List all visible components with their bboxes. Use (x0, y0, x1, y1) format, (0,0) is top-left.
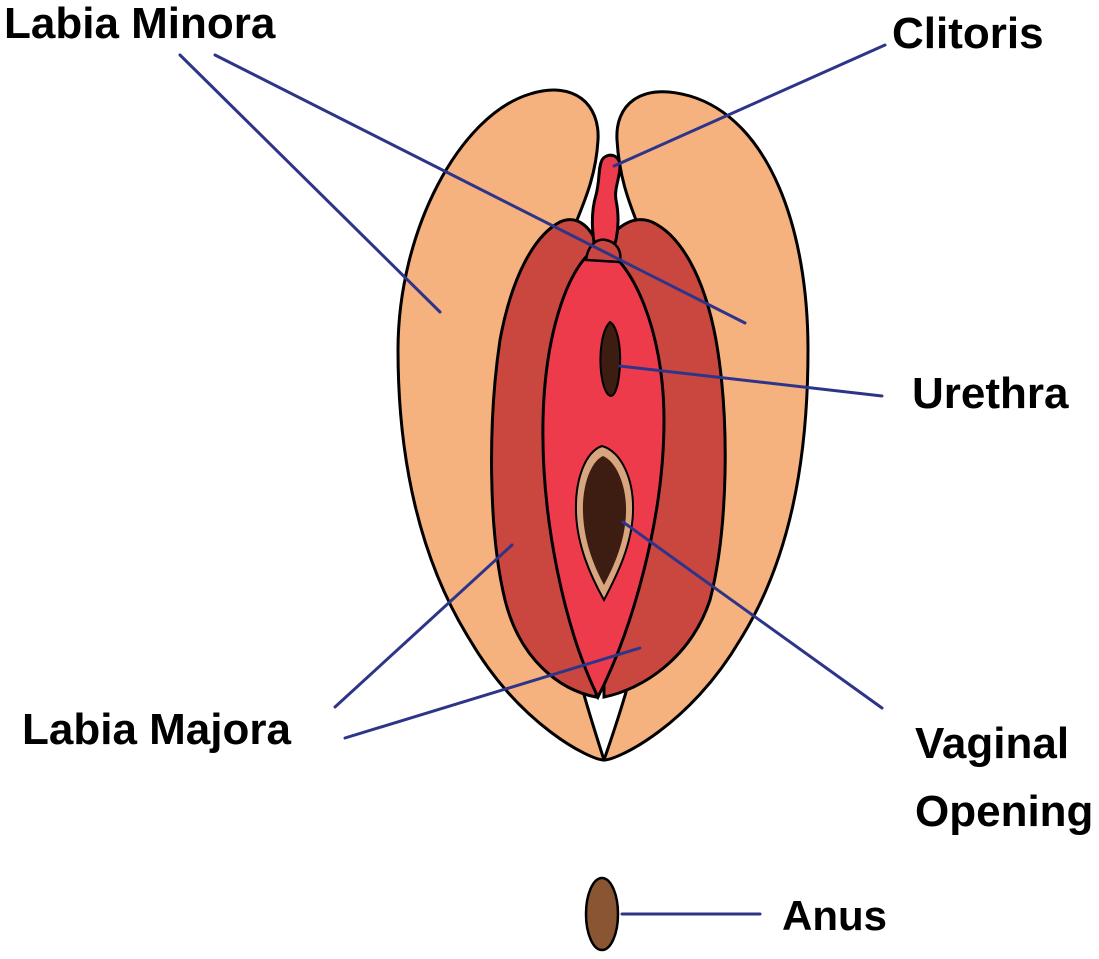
label-anus: Anus (782, 892, 887, 939)
label-vaginal-opening-line2: Opening (915, 787, 1093, 836)
urethra-shape (600, 322, 620, 396)
label-vaginal-opening-line1: Vaginal (915, 719, 1069, 768)
label-urethra: Urethra (912, 369, 1069, 418)
labia-minora-leader-line-1 (180, 55, 440, 312)
label-labia-minora: Labia Minora (4, 0, 276, 48)
label-labia-majora: Labia Majora (22, 705, 291, 754)
label-clitoris: Clitoris (892, 9, 1044, 58)
anus-shape (586, 878, 618, 950)
